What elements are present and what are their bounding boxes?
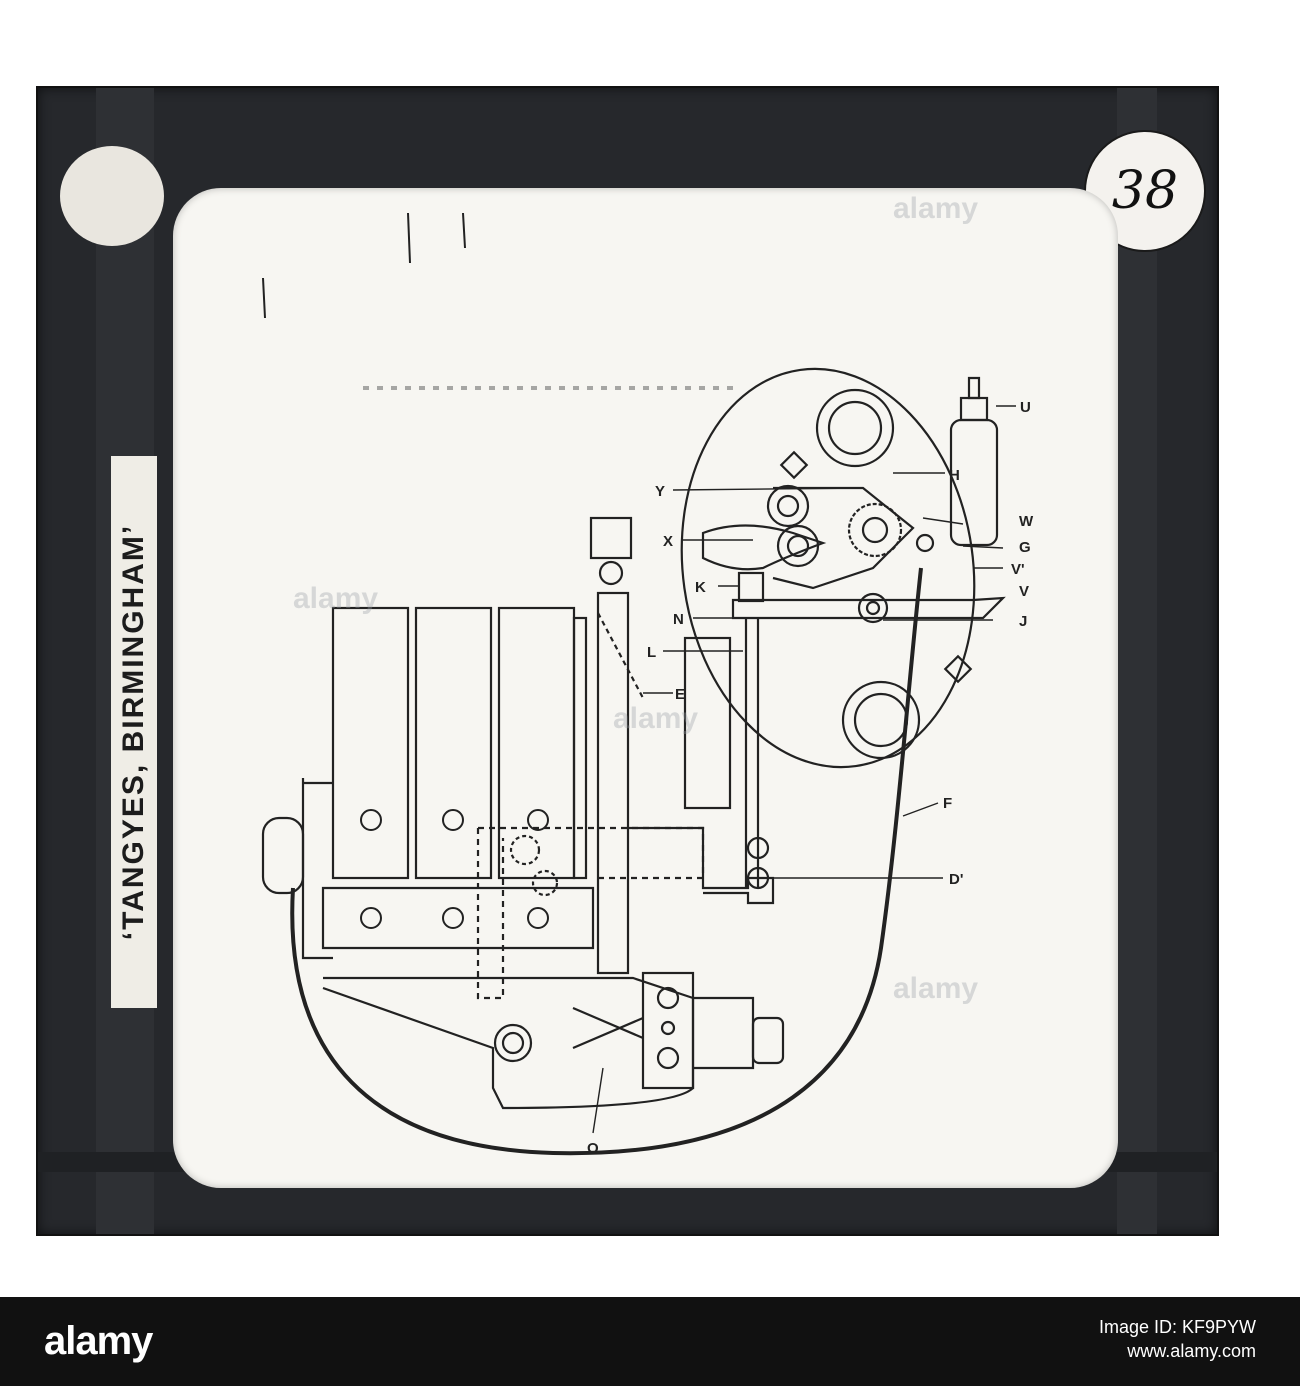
watermark: alamy	[893, 972, 978, 1005]
label-Y: Y	[655, 483, 665, 500]
stock-banner: alamy Image ID: KF9PYW www.alamy.com	[0, 1297, 1300, 1386]
maker-label-text: ‘TANGYES, BIRMINGHAM’	[117, 523, 151, 941]
label-V: V	[1019, 583, 1029, 600]
arm-X	[701, 524, 827, 571]
shaft-E	[596, 591, 630, 975]
cylinder-3	[497, 606, 576, 880]
arm-N	[731, 596, 1006, 620]
image-id: Image ID: KF9PYW	[1098, 1317, 1256, 1337]
lower-nut-inner	[853, 692, 909, 748]
cylinder-2	[414, 606, 493, 880]
stock-site: www.alamy.com	[1127, 1341, 1256, 1361]
label-L: L	[647, 644, 656, 661]
frame-band-right	[1117, 88, 1157, 1234]
label-D1: D'	[949, 871, 963, 888]
end-cap	[261, 816, 305, 895]
label-X: X	[663, 533, 673, 550]
hidden-shaft	[476, 826, 705, 1000]
nut-K	[737, 571, 765, 603]
label-K: K	[695, 579, 706, 596]
label-W: W	[1019, 513, 1034, 530]
slide-number: 38	[1111, 161, 1179, 221]
lantern-slide-frame: 38 ‘TANGYES, BIRMINGHAM’	[36, 86, 1219, 1236]
stock-id-block: Image ID: KF9PYW www.alamy.com	[1099, 1315, 1256, 1363]
label-H: H	[949, 467, 960, 484]
slide-glass: U H Y W X G V' K V N J L E F D' O alamy …	[173, 188, 1118, 1188]
label-J: J	[1019, 613, 1027, 630]
stock-logo: alamy	[44, 1319, 153, 1363]
crankcase	[322, 976, 695, 1110]
rod-guide	[683, 636, 732, 810]
upper-nut-outer	[815, 388, 895, 468]
maker-label: ‘TANGYES, BIRMINGHAM’	[111, 456, 157, 1008]
upper-nut-inner	[827, 400, 883, 456]
cam-W	[847, 502, 903, 558]
label-N: N	[673, 611, 684, 628]
pivot-J	[857, 592, 889, 624]
label-G: G	[1019, 539, 1031, 556]
cylinder-1	[331, 606, 410, 880]
label-F: F	[943, 795, 952, 812]
scratch-marks	[262, 212, 466, 319]
label-O: O	[587, 1140, 599, 1157]
push-rod-L	[744, 618, 760, 888]
magneto-plate	[680, 367, 976, 769]
watermark: alamy	[613, 702, 698, 735]
watermark: alamy	[293, 582, 378, 615]
label-U: U	[1020, 399, 1031, 416]
lower-nut-outer	[841, 680, 921, 760]
watermark: alamy	[893, 192, 978, 225]
gear-O	[572, 1006, 644, 1050]
engine-diagram: U H Y W X G V' K V N J L E F D' O alamy …	[261, 192, 1034, 1157]
cable-F	[290, 567, 923, 1156]
label-E: E	[675, 686, 685, 703]
gear-block	[641, 971, 695, 1090]
label-V1: V'	[1011, 561, 1025, 578]
white-sticker-dot	[60, 146, 164, 246]
